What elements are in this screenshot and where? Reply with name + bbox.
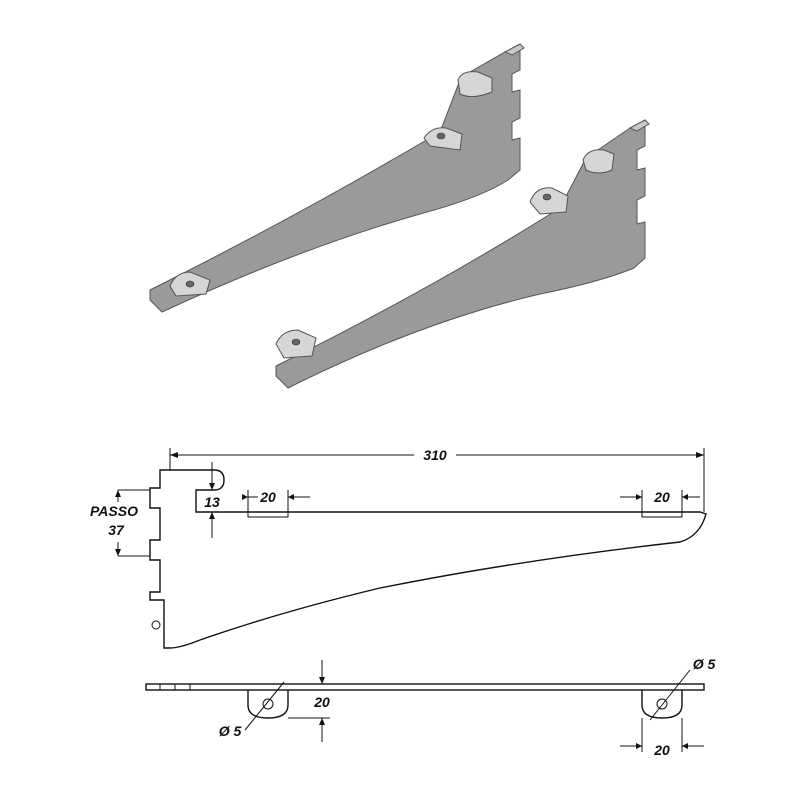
dim-overall-length: 310 [423,447,447,463]
top-view-hole-right [656,698,668,710]
dim-pitch-label: PASSO [90,503,138,519]
dim-tab-width-right: 20 [653,489,670,505]
top-view-tab-right [641,690,683,719]
top-view-hole-left [262,698,274,710]
dim-tab-height: 20 [313,694,330,710]
dim-hole-diameter-left: Ø 5 [219,723,242,739]
dim-slot-height: 13 [204,494,220,510]
top-view-tab-left [247,690,289,719]
top-view: 20 Ø 5 Ø 5 20 [145,656,716,758]
dim-tab-width-left: 20 [259,489,276,505]
bracket-3d-back [149,43,525,313]
tab-mark-right [641,511,683,518]
dim-pitch-value: 37 [108,522,125,538]
top-view-bar [145,683,705,691]
dim-tab-width-bottom: 20 [653,742,670,758]
dim-hole-diameter-right: Ø 5 [693,656,716,672]
side-view: 310 20 20 13 PASSO 37 [90,447,707,649]
side-view-outline [149,469,707,649]
side-view-hole [151,620,161,630]
bracket-3d-front [275,119,650,389]
tab-mark-left [247,511,289,518]
